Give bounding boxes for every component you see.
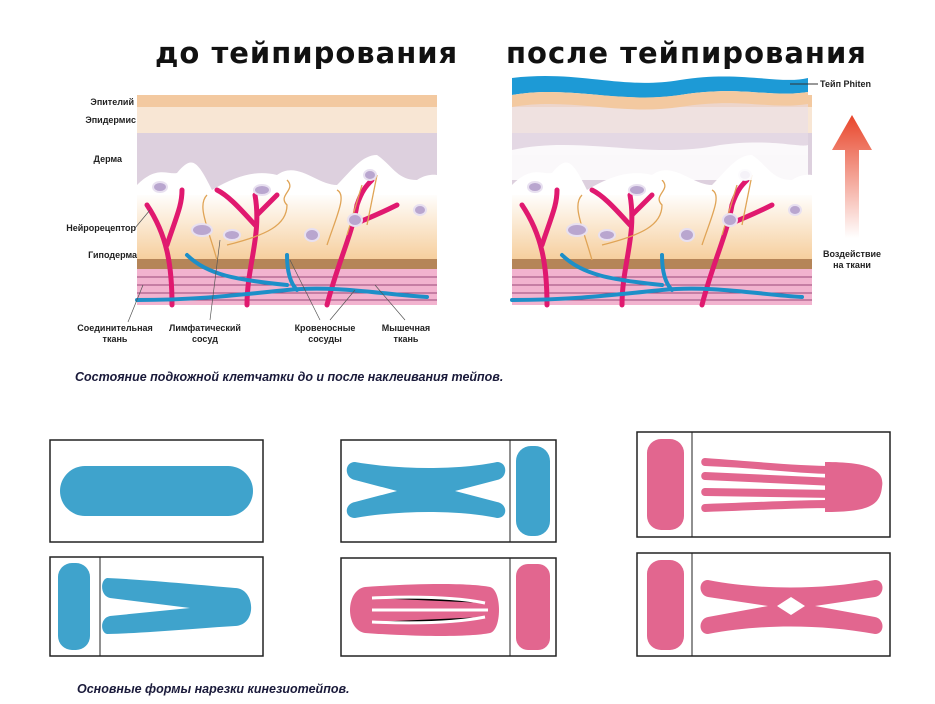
- phiten-tape: [512, 76, 808, 98]
- caption-tape-shapes: Основные формы нарезки кинезиотейпов.: [77, 682, 350, 696]
- label-hypodermis: Гиподерма: [88, 250, 137, 260]
- tape-shape-fan-blue-frame: [340, 557, 557, 657]
- tape-shape-x-diamond-strip: [636, 552, 891, 657]
- tape-shape-i-strip: [49, 439, 264, 543]
- label-phiten-tape: Тейп Phiten: [820, 79, 872, 89]
- effect-arrow: [832, 115, 872, 238]
- tape-shape-x-strip: [340, 439, 557, 543]
- tape-shape-fan-strip: [636, 431, 891, 538]
- before-tissue-diagram: [137, 95, 437, 305]
- tape-shape-y-strip: [49, 556, 264, 657]
- after-tissue-diagram: [512, 76, 818, 305]
- label-neuroreceptor: Нейрорецептор: [66, 223, 136, 233]
- title-after: после тейпирования: [506, 36, 867, 70]
- label-epithelium: Эпителий: [90, 97, 134, 107]
- label-epidermis: Эпидермис: [85, 115, 136, 125]
- caption-tissue-state: Состояние подкожной клетчатки до и после…: [75, 370, 504, 384]
- label-dermis: Дерма: [93, 154, 122, 164]
- title-before: до тейпирования: [155, 36, 459, 70]
